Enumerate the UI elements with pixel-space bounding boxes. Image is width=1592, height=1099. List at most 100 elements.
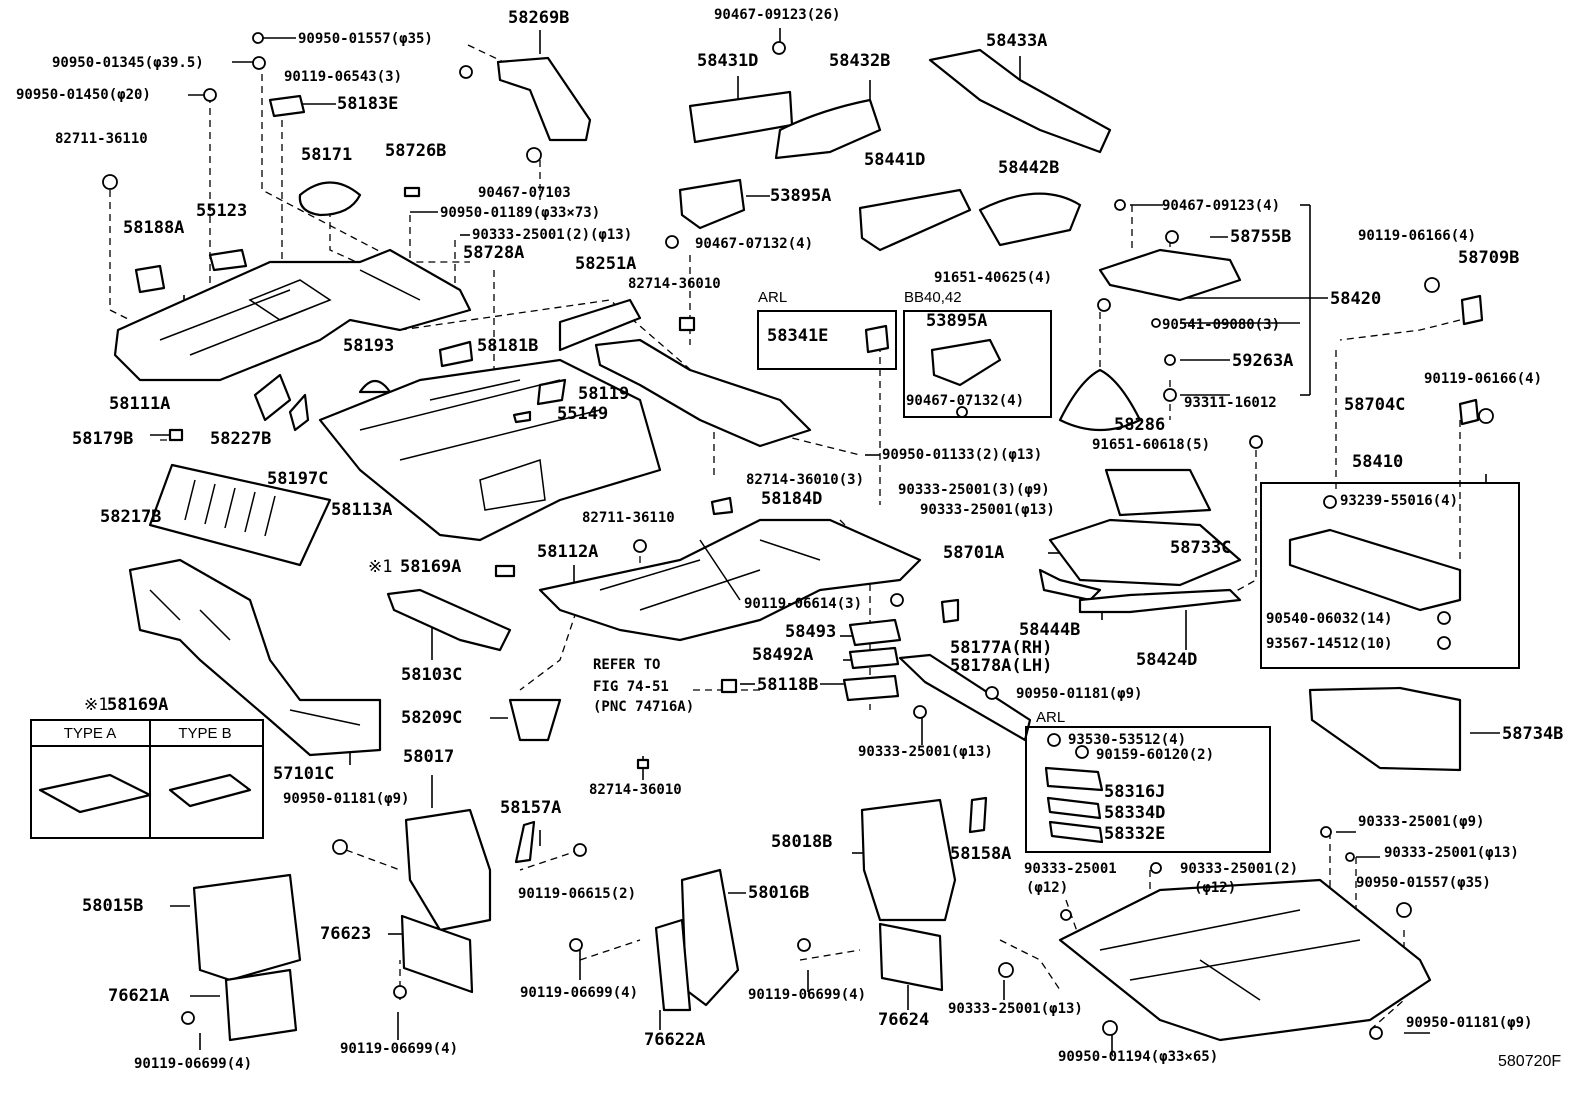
label-53895A-a: 53895A — [770, 186, 832, 206]
part-58424D — [1078, 588, 1242, 614]
label-90467-09123-26: 90467-09123(26) — [714, 7, 841, 23]
label-59263A: 59263A — [1232, 351, 1294, 371]
bolt-90950-01557 — [252, 32, 264, 44]
label-58157A: 58157A — [500, 798, 562, 818]
crossmember — [594, 338, 812, 448]
bolt-90467-07132 — [665, 235, 679, 249]
label-58169A-a: 58169A — [400, 557, 462, 577]
label-58181B: 58181B — [477, 336, 539, 356]
part-58432B — [774, 98, 882, 160]
label-90333-25001-2-12: 90333-25001(2) — [1180, 861, 1299, 877]
label-90950-01189: 90950-01189(φ33×73) — [440, 205, 601, 221]
bolt-90119-06699-a — [181, 1011, 195, 1025]
label-58183E: 58183E — [337, 94, 399, 114]
label-90119-06615: 90119-06615(2) — [518, 886, 637, 902]
bolt-90333-25001-13b — [913, 705, 927, 719]
label-58441D: 58441D — [864, 150, 926, 170]
type-b-plate — [168, 773, 252, 808]
part-58103C — [386, 588, 512, 652]
label-90950-01194: 90950-01194(φ33×65) — [1058, 1049, 1219, 1065]
label-90333-25001-13-b: 90333-25001(φ13) — [858, 744, 993, 760]
arrow-refer — [898, 653, 1032, 742]
label-90950-01557-a: 90950-01557(φ35) — [298, 31, 433, 47]
bolt-90119-06543 — [459, 65, 473, 79]
type-b-header: TYPE B — [178, 725, 232, 742]
inset-arl-top — [757, 310, 897, 370]
type-table-divider-v — [149, 719, 151, 837]
bolt-90950-01345 — [252, 56, 266, 70]
part-58726B — [403, 186, 421, 198]
bolt-90119-06166-b — [1478, 408, 1494, 424]
bolt-82711-36110-b — [633, 539, 647, 553]
label-58728A: 58728A — [463, 243, 525, 263]
label-58184D: 58184D — [761, 489, 823, 509]
label-82714-36010-a: 82714-36010 — [628, 276, 721, 292]
part-58709B — [1460, 294, 1484, 326]
bolt-91651-60618 — [1249, 435, 1263, 449]
type-table-divider-h — [30, 745, 262, 747]
part-58177A — [940, 598, 960, 624]
label-58188A: 58188A — [123, 218, 185, 238]
part-58112A — [538, 518, 922, 642]
label-90950-01181-b: 90950-01181(φ9) — [283, 791, 410, 807]
bolt-90467-09123 — [772, 41, 786, 55]
part-58734B — [1308, 686, 1462, 772]
label-58432B: 58432B — [829, 51, 891, 71]
part-58118B-pad — [842, 674, 900, 702]
label-90333-25001-12-a2: (φ12) — [1026, 880, 1069, 896]
label-82714-36010-b: 82714-36010 — [589, 782, 682, 798]
label-90467-07132-4-a: 90467-07132(4) — [695, 236, 814, 252]
part-82714-36010 — [678, 316, 696, 332]
label-58269B: 58269B — [508, 8, 570, 28]
label-58178A: 58178A(LH) — [950, 656, 1053, 676]
label-90950-01450: 90950-01450(φ20) — [16, 87, 151, 103]
part-76624 — [878, 922, 944, 992]
bolt-90119-06614 — [890, 593, 904, 607]
bolt-90159-60120 — [1075, 745, 1089, 759]
label-93567-14512: 93567-14512(10) — [1266, 636, 1393, 652]
label-90540-06032: 90540-06032(14) — [1266, 611, 1393, 627]
bolt-90950-01181-b — [985, 686, 999, 700]
label-58112A: 58112A — [537, 542, 599, 562]
bolt-90333-25001-13d — [998, 962, 1014, 978]
part-58113A — [318, 358, 662, 542]
part-53895A-top — [678, 178, 746, 230]
label-82711-36110-b: 82711-36110 — [582, 510, 675, 526]
label-90467-07132-4-b: 90467-07132(4) — [906, 393, 1025, 409]
part-58183E — [268, 94, 306, 118]
label-90119-06699-c: 90119-06699(4) — [340, 1041, 459, 1057]
label-58734B: 58734B — [1502, 724, 1564, 744]
bolt-82711-36110 — [102, 174, 118, 190]
marker-58169A: ※1 — [368, 557, 393, 577]
label-90333-25001-2-12b: (φ12) — [1194, 880, 1237, 896]
label-58227B: 58227B — [210, 429, 272, 449]
label-93530-53512: 93530-53512(4) — [1068, 732, 1187, 748]
part-76622A — [654, 918, 692, 1012]
part-58442B — [978, 192, 1082, 247]
label-58493: 58493 — [785, 622, 837, 642]
label-90950-01133: 90950-01133(2)(φ13) — [882, 447, 1043, 463]
part-58701A — [1048, 518, 1242, 587]
part-58158A — [968, 796, 988, 834]
bolt-91651-40625 — [1097, 298, 1111, 312]
label-58179B: 58179B — [72, 429, 134, 449]
part-58197C — [288, 393, 310, 432]
label-58015B: 58015B — [82, 896, 144, 916]
label-90950-01181-c: 90950-01181(φ9) — [1406, 1015, 1533, 1031]
label-58217B: 58217B — [100, 507, 162, 527]
bolt-90119-06166-a — [1424, 277, 1440, 293]
label-58701A: 58701A — [943, 543, 1005, 563]
label-58444B: 58444B — [1019, 620, 1081, 640]
label-58197C: 58197C — [267, 469, 329, 489]
part-76621A — [224, 968, 298, 1042]
bolt-90333-25001-13c — [1345, 852, 1355, 862]
part-58410 — [1288, 528, 1462, 612]
label-76623: 76623 — [320, 924, 372, 944]
label-58341E: 58341E — [767, 326, 829, 346]
part-58209C — [508, 698, 562, 742]
inset-arl-bottom — [1025, 726, 1271, 853]
label-90950-01345: 90950-01345(φ39.5) — [52, 55, 204, 71]
label-90333-25001-3-9: 90333-25001(3)(φ9) — [898, 482, 1050, 498]
part-58444B — [1038, 568, 1102, 602]
